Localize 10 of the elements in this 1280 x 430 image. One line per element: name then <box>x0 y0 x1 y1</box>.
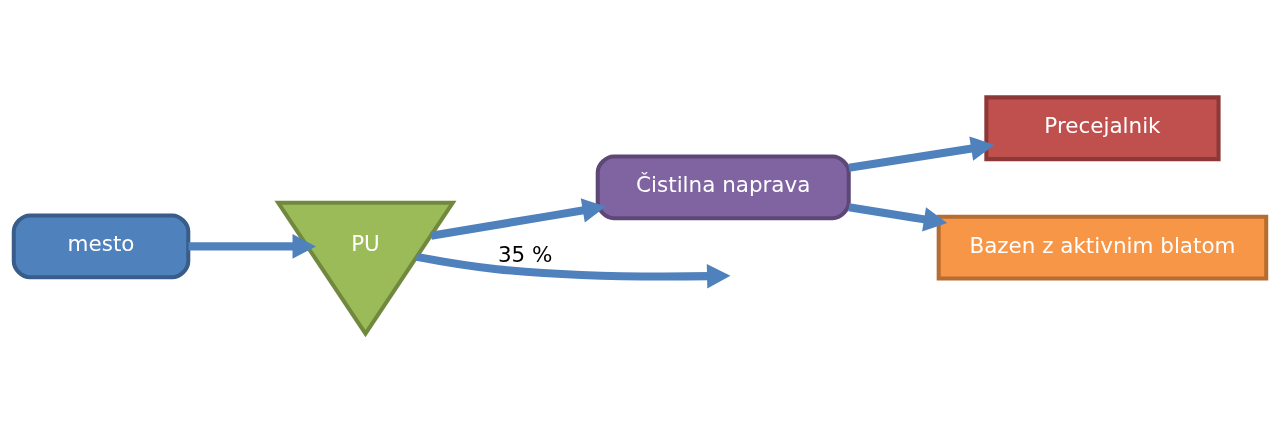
arrow <box>848 135 995 172</box>
arrow <box>415 252 731 288</box>
edge-label: 35 % <box>497 241 553 267</box>
arrow <box>430 197 606 240</box>
node-box: Bazen z aktivnim blatom <box>936 214 1269 281</box>
arrow <box>188 233 316 259</box>
arrow <box>848 202 948 231</box>
node-box: Precejalnik <box>984 94 1221 161</box>
node-box: mesto <box>11 213 191 279</box>
node-box: Čistilna naprava <box>595 153 851 220</box>
